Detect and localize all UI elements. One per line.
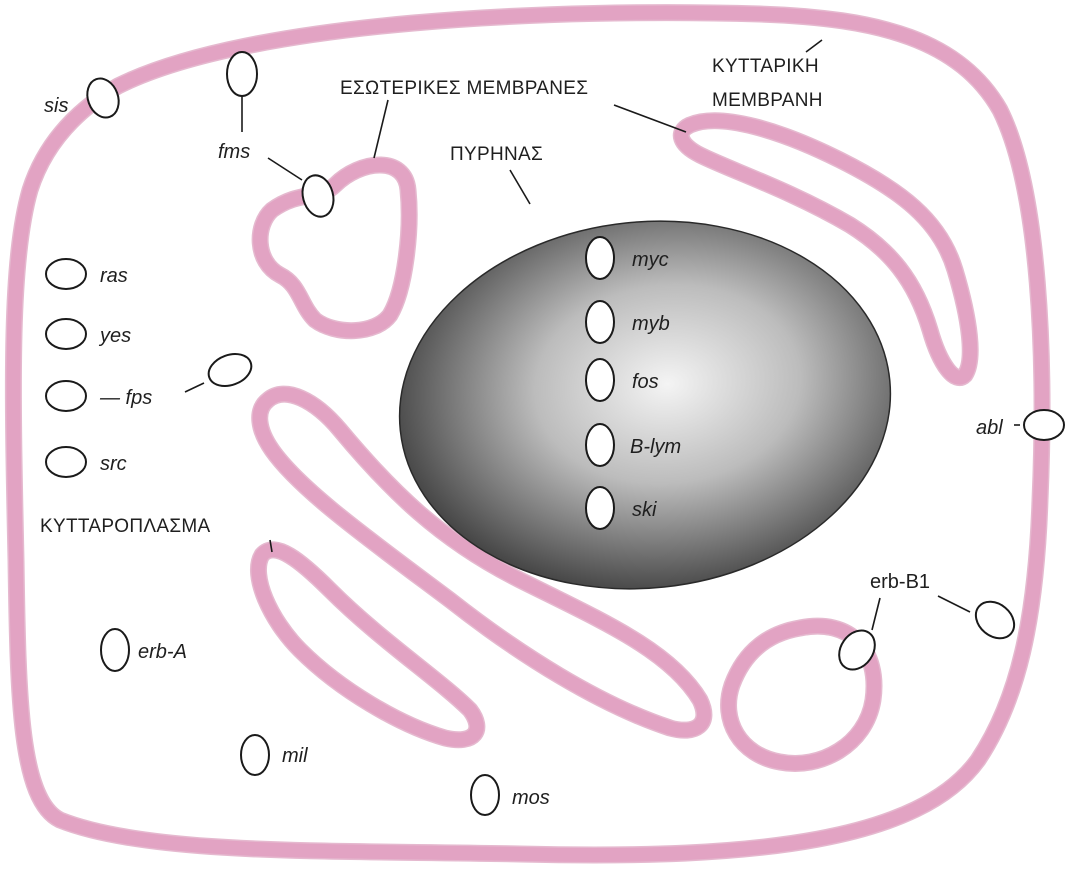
- oval-ras: [46, 259, 86, 289]
- oval-fos: [586, 359, 614, 401]
- oval-fps-left: [46, 381, 86, 411]
- gene-label-fps: — fps: [99, 387, 152, 409]
- gene-label-mos: mos: [512, 787, 550, 809]
- gene-label-src: src: [100, 453, 127, 475]
- oval-mil: [241, 735, 269, 775]
- oval-yes: [46, 319, 86, 349]
- oval-src: [46, 447, 86, 477]
- oval-myb: [586, 301, 614, 343]
- oval-ski: [586, 487, 614, 529]
- gene-label-erb-b1: erb-B1: [870, 571, 930, 593]
- oval-erb-b1-membrane: [969, 594, 1022, 646]
- oval-fms-membrane: [227, 52, 257, 96]
- gene-label-ras: ras: [100, 265, 128, 287]
- oval-myc: [586, 237, 614, 279]
- oval-fps-right: [204, 348, 256, 391]
- cell-membrane-label-line1: ΚΥΤΤΑΡΙΚΗ: [712, 56, 819, 77]
- internal-membranes-label: ΕΣΩΤΕΡΙΚΕΣ ΜΕΜΒΡΑΝΕΣ: [340, 78, 588, 99]
- gene-label-fms: fms: [218, 141, 250, 163]
- oval-b-lym: [586, 424, 614, 466]
- gene-label-b-lym: B-lym: [630, 436, 681, 458]
- gene-label-ski: ski: [632, 499, 657, 521]
- gene-label-fos: fos: [632, 371, 659, 393]
- gene-label-yes: yes: [98, 325, 131, 347]
- nucleus-label: ΠΥΡΗΝΑΣ: [450, 144, 543, 165]
- gene-label-sis: sis: [44, 95, 68, 117]
- cell-membrane-label-line2: ΜΕΜΒΡΑΝΗ: [712, 90, 823, 111]
- gene-label-myc: myc: [632, 249, 669, 271]
- gene-label-myb: myb: [632, 313, 670, 335]
- oval-erb-a: [101, 629, 129, 671]
- cytoplasm-label: ΚΥΤΤΑΡΟΠΛΑΣΜΑ: [40, 516, 211, 537]
- gene-label-erb-a: erb-A: [138, 641, 187, 663]
- gene-label-mil: mil: [282, 745, 308, 767]
- gene-label-abl: abl: [976, 417, 1003, 439]
- oval-abl: [1024, 410, 1064, 440]
- oval-mos: [471, 775, 499, 815]
